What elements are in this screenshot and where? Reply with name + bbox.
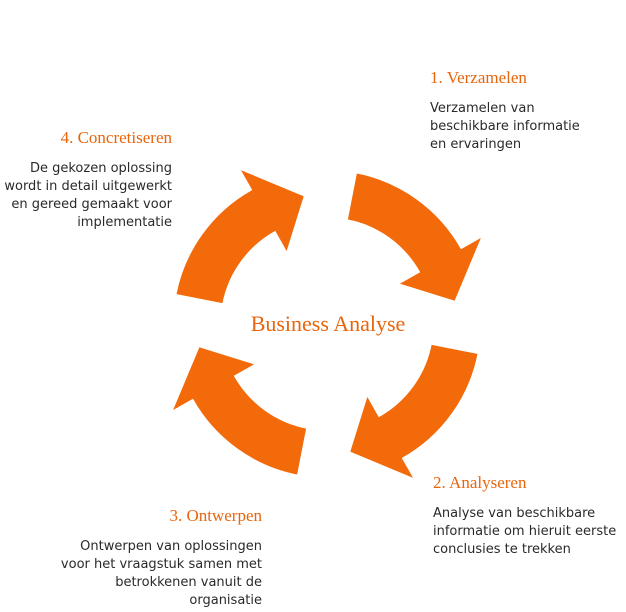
step-title: 2. Analyseren	[433, 473, 527, 492]
step-description-line: implementatie	[77, 215, 172, 230]
step-description-line: Analyse van beschikbare	[433, 506, 596, 521]
step-description-line: beschikbare informatie	[430, 119, 580, 134]
step-description: Ontwerpen van oplossingen voor het vraag…	[0, 538, 262, 610]
step-concretiseren: 4. Concretiseren De gekozen oplossing wo…	[0, 128, 172, 232]
step-description-line: Verzamelen van	[430, 101, 535, 116]
step-description-line: voor het vraagstuk samen met	[60, 557, 262, 572]
step-description: Analyse van beschikbare informatie om hi…	[433, 505, 616, 559]
arrow-verzamelen	[346, 172, 484, 303]
arrow-concretiseren	[175, 167, 306, 305]
center-label: Business Analyse	[250, 311, 406, 336]
arrow-analyseren	[348, 343, 479, 481]
step-ontwerpen: 3. Ontwerpen Ontwerpen van oplossingen v…	[0, 506, 262, 610]
step-title: 4. Concretiseren	[60, 128, 172, 147]
step-description-line: informatie om hieruit eerste	[433, 524, 617, 539]
step-description-line: en gereed gemaakt voor	[11, 197, 172, 212]
step-description-line: wordt in detail uitgewerkt	[4, 179, 172, 194]
step-description-line: organisatie	[189, 593, 262, 608]
arrow-ontwerpen	[170, 345, 308, 476]
step-description: Verzamelen van beschikbare informatie en…	[430, 100, 580, 154]
step-description-line: Ontwerpen van oplossingen	[80, 539, 262, 554]
step-description-line: betrokkenen vanuit de	[115, 575, 262, 590]
step-description-line: en ervaringen	[430, 137, 522, 152]
step-description-line: conclusies te trekken	[433, 542, 571, 557]
step-verzamelen: 1. Verzamelen Verzamelen van beschikbare…	[430, 68, 580, 154]
step-description: De gekozen oplossing wordt in detail uit…	[0, 160, 172, 232]
step-title: 3. Ontwerpen	[169, 506, 262, 525]
step-description-line: De gekozen oplossing	[29, 161, 172, 176]
step-analyseren: 2. Analyseren Analyse van beschikbare in…	[433, 473, 616, 559]
step-title: 1. Verzamelen	[430, 68, 527, 87]
